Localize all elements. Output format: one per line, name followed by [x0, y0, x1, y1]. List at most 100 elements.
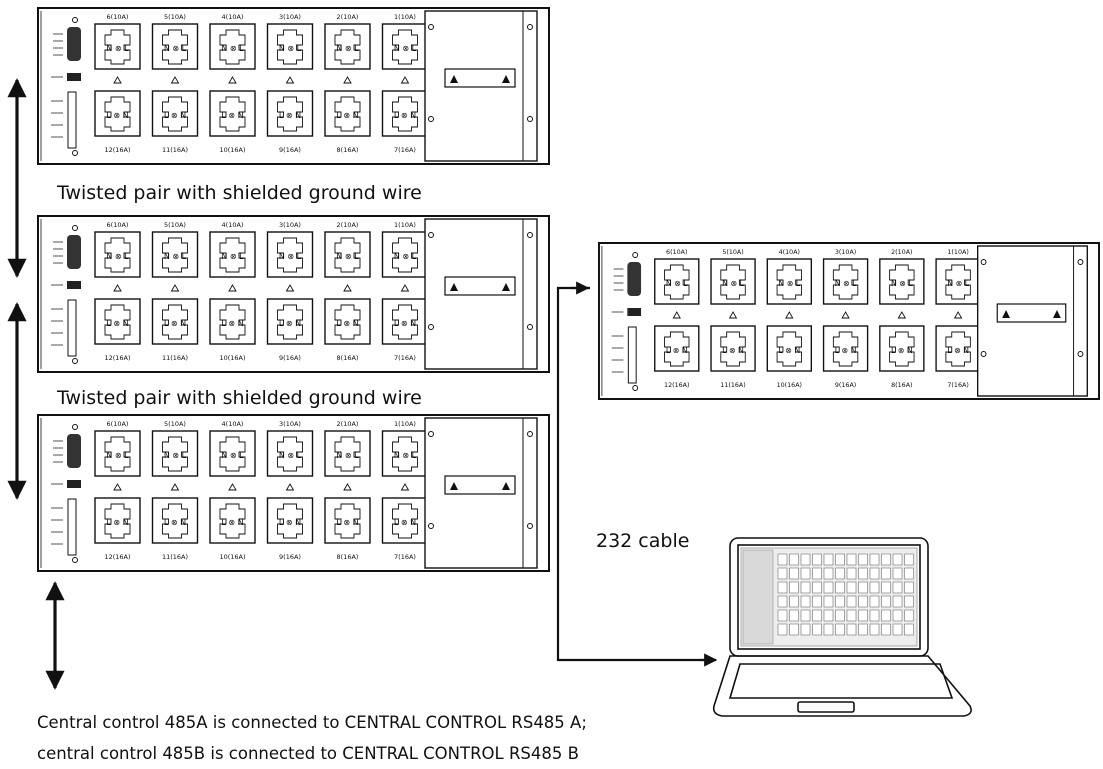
mount-screw [428, 523, 434, 529]
outlet-grid: 6(10A)N ⊗ L5(10A)N ⊗ L4(10A)N ⊗ L3(10A)N… [94, 420, 429, 561]
screen-cell [858, 567, 868, 580]
control-panel [51, 424, 81, 563]
outlet-rating-label: 2(10A) [337, 420, 359, 428]
network-port [627, 308, 642, 316]
outlet-rating-label: 9(16A) [279, 146, 301, 154]
breaker-panel [976, 245, 1088, 397]
terminal-block [67, 498, 77, 556]
mount-screw [428, 431, 434, 437]
outlet-rating-label: 8(16A) [337, 354, 359, 362]
outlet-socket: L ⊗ N [324, 90, 371, 137]
warning-triangle [228, 284, 237, 292]
outlet-glyph: N ⊗ L [394, 44, 417, 53]
screen-cell [846, 553, 857, 566]
warning-triangle [285, 483, 295, 491]
outlet-socket: L ⊗ N [94, 298, 141, 345]
outlet-socket: N ⊗ L [766, 258, 813, 305]
outlet-rating-label: 4(10A) [222, 13, 244, 21]
outlet-glyph: N ⊗ L [947, 279, 969, 288]
outlet-glyph: N ⊗ L [279, 451, 302, 460]
mount-hole [72, 150, 78, 156]
outlet-glyph: N ⊗ L [336, 44, 359, 53]
twisted-pair-caption-2: Twisted pair with shielded ground wire [57, 387, 422, 409]
warning-triangle [285, 284, 295, 292]
screen-cell [881, 581, 891, 594]
control-panel [611, 252, 642, 391]
warning-triangle [400, 483, 410, 491]
outlet-rating-label: 8(16A) [337, 553, 359, 561]
rs232-port [627, 262, 642, 296]
outlet-socket: N ⊗ L [151, 23, 199, 70]
screen-cell [789, 623, 799, 636]
screen-cell [869, 595, 880, 608]
screen-cell [800, 567, 811, 580]
screen-cell [904, 567, 914, 580]
outlet-glyph: N ⊗ L [164, 44, 187, 53]
mount-hole [72, 225, 78, 231]
outlet-rating-label: 1(10A) [394, 420, 416, 428]
outlet-grid: 6(10A)N ⊗ L5(10A)N ⊗ L4(10A)N ⊗ L3(10A)N… [94, 221, 429, 362]
terminal-block [627, 326, 637, 384]
outlet-rating-label: 2(10A) [337, 13, 359, 21]
outlet-socket: L ⊗ N [94, 497, 141, 544]
outlet-socket: N ⊗ L [654, 258, 700, 305]
terminal-block [67, 299, 77, 357]
outlet-socket: N ⊗ L [879, 258, 925, 305]
outlet-glyph: L ⊗ N [106, 518, 128, 527]
outlet-socket: N ⊗ L [209, 430, 256, 477]
warning-label [444, 68, 516, 88]
screen-cell [777, 595, 788, 608]
mount-hole [632, 385, 639, 391]
outlet-rating-label: 10(16A) [219, 553, 245, 561]
screen-cell [881, 553, 891, 566]
screen-cell [904, 553, 914, 566]
outlet-socket: N ⊗ L [935, 258, 981, 305]
outlet-rating-label: 4(10A) [222, 420, 244, 428]
screen-cell [846, 609, 857, 622]
network-port [67, 73, 81, 81]
outlet-glyph: L ⊗ N [835, 346, 857, 355]
mount-screw [1077, 259, 1084, 265]
rs232-port [67, 434, 81, 468]
outlet-socket: L ⊗ N [766, 325, 813, 372]
outlet-glyph: L ⊗ N [279, 319, 301, 328]
outlet-socket: L ⊗ N [209, 497, 256, 544]
outlet-rating-label: 7(16A) [394, 146, 416, 154]
screen-cell [892, 595, 903, 608]
warning-triangle [170, 284, 180, 292]
warning-triangle [728, 311, 738, 319]
outlet-glyph: N ⊗ L [891, 279, 913, 288]
screen-cell [904, 623, 914, 636]
outlet-glyph: L ⊗ N [221, 319, 243, 328]
terminal-block [67, 91, 77, 149]
outlet-socket: N ⊗ L [209, 231, 256, 278]
outlet-socket: N ⊗ L [822, 258, 869, 305]
outlet-glyph: L ⊗ N [279, 518, 301, 527]
outlet-rating-label: 12(16A) [104, 354, 130, 362]
screen-cell [904, 581, 914, 594]
outlet-socket: L ⊗ N [381, 298, 429, 345]
outlet-socket: L ⊗ N [94, 90, 141, 137]
screen-cell [846, 581, 857, 594]
screen-cell [869, 553, 880, 566]
outlet-socket: N ⊗ L [381, 23, 429, 70]
outlet-rating-label: 3(10A) [279, 221, 301, 229]
mount-hole [72, 358, 78, 364]
warning-label [996, 303, 1067, 323]
outlet-rating-label: 2(10A) [891, 248, 912, 256]
screen-cell [835, 567, 845, 580]
outlet-socket: L ⊗ N [209, 298, 256, 345]
outlet-glyph: N ⊗ L [164, 252, 187, 261]
mount-screw [428, 324, 434, 330]
outlet-rating-label: 6(10A) [107, 13, 129, 21]
outlet-rating-label: 12(16A) [104, 553, 130, 561]
screen-cell [904, 609, 914, 622]
outlet-glyph: L ⊗ N [666, 346, 688, 355]
outlet-socket: N ⊗ L [151, 231, 199, 278]
screen-cell [869, 567, 880, 580]
outlet-grid: 6(10A)N ⊗ L5(10A)N ⊗ L4(10A)N ⊗ L3(10A)N… [654, 248, 981, 389]
screen-cell [800, 581, 811, 594]
warning-triangle [841, 311, 850, 319]
warning-triangle [343, 76, 352, 84]
